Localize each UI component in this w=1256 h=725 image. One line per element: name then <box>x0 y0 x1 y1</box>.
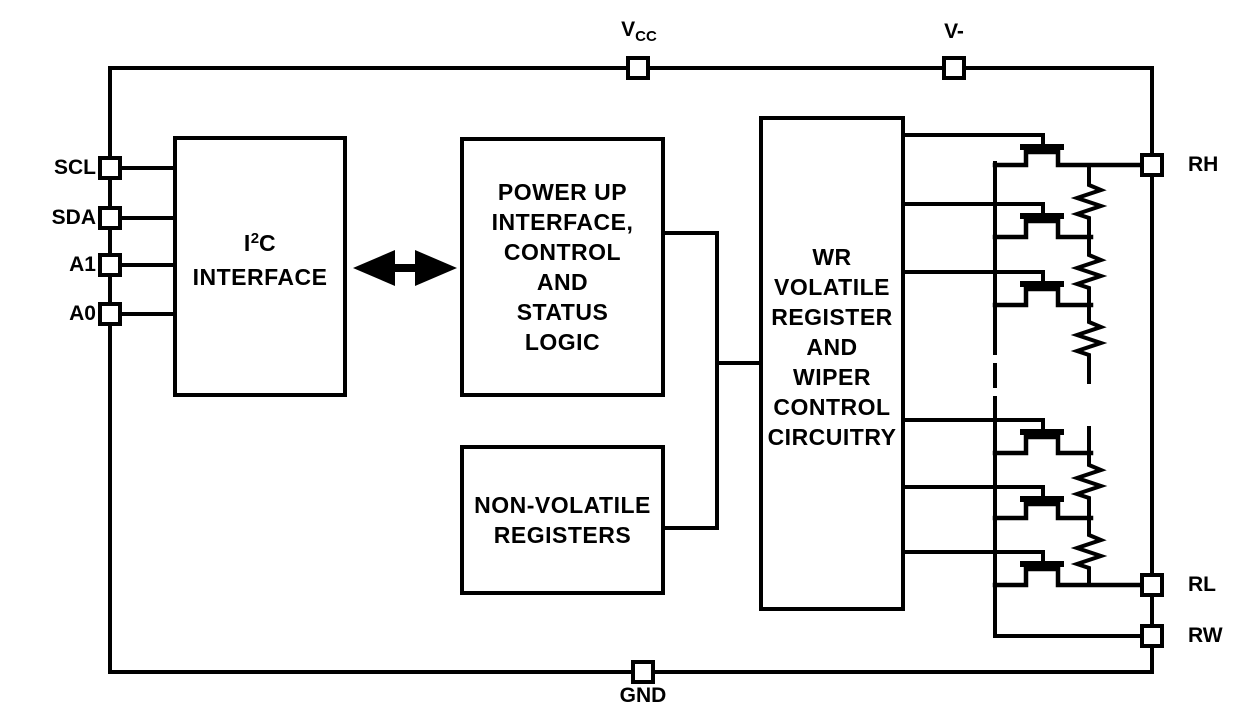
block-text-line: WR <box>812 243 852 270</box>
pin-rw <box>1140 624 1164 648</box>
resistor-chain-upper <box>1070 163 1108 364</box>
mosfet-switch-4 <box>992 429 1094 456</box>
channel <box>992 434 1094 456</box>
gate-wire-6 <box>903 550 1045 563</box>
block-non-volatile-registers: NON-VOLATILE REGISTERS <box>460 445 665 595</box>
block-text-line: REGISTER <box>771 303 893 330</box>
block-text-line: REGISTERS <box>493 522 632 548</box>
pin-rh <box>1140 153 1164 177</box>
mosfet-switch-3 <box>992 281 1094 308</box>
block-power-up-logic: POWER UP INTERFACE, CONTROL AND STATUS L… <box>460 137 665 397</box>
bidirectional-arrow-icon <box>353 250 457 286</box>
block-text-line: AND <box>536 269 589 295</box>
block-wiper-control: WR VOLATILE REGISTER AND WIPER CONTROL C… <box>759 116 905 611</box>
gate-wire-5 <box>903 485 1045 498</box>
block-text-line: CONTROL <box>773 393 891 420</box>
arrow-head-right <box>415 250 457 286</box>
pin-a1 <box>98 253 122 277</box>
wire-powerup-nv <box>663 231 719 530</box>
block-text-line: WIPER <box>793 363 871 390</box>
i2c-subtitle: INTERFACE <box>192 263 328 290</box>
pin-scl <box>98 156 122 180</box>
pin-gnd <box>631 660 655 684</box>
block-text-line: NON-VOLATILE <box>474 492 651 518</box>
rl-label: RL <box>1188 573 1216 596</box>
gate-wires <box>903 133 1045 563</box>
block-text-line: CIRCUITRY <box>767 423 897 450</box>
block-text-line: POWER UP <box>497 179 628 205</box>
block-text-line: STATUS <box>516 299 609 325</box>
gate-wire-4 <box>903 418 1045 431</box>
gnd-label: GND <box>619 684 667 707</box>
mosfet-switches <box>992 144 1145 588</box>
channel <box>992 286 1094 308</box>
mosfet-switch-5 <box>992 496 1094 521</box>
channel <box>992 218 1094 240</box>
wiper-bus <box>993 161 1144 638</box>
wiper-bus-bottom <box>993 398 1144 638</box>
vcc-label: VCC <box>621 18 657 45</box>
pin-a0 <box>98 302 122 326</box>
mosfet-switch-2 <box>992 213 1094 240</box>
pin-sda <box>98 206 122 230</box>
block-text-line: CONTROL <box>503 239 622 265</box>
arrow-head-left <box>353 250 395 286</box>
pin-v-minus <box>942 56 966 80</box>
arrow-bar <box>391 264 419 272</box>
control-bus-wires <box>663 231 761 530</box>
channel <box>992 149 1145 168</box>
gate-wire-3 <box>903 270 1045 283</box>
resistor-chain-lower <box>1070 448 1108 587</box>
mosfet-switch-6 <box>992 561 1145 588</box>
channel <box>992 501 1094 521</box>
gate-wire-2 <box>903 202 1045 215</box>
sda-label: SDA <box>51 206 96 229</box>
gate-wire-1 <box>903 133 1045 146</box>
i2c-title: I2C <box>243 229 277 256</box>
pin-vcc <box>626 56 650 80</box>
channel <box>992 566 1145 588</box>
block-text-line: AND <box>806 333 858 360</box>
block-text-line: VOLATILE <box>773 273 890 300</box>
scl-label: SCL <box>54 156 96 179</box>
resistor-chain <box>1070 163 1108 587</box>
rh-label: RH <box>1188 153 1219 176</box>
a0-label: A0 <box>69 302 96 325</box>
block-i2c-interface: I2C INTERFACE <box>173 136 347 397</box>
package-pins <box>98 56 1164 684</box>
v-minus-label: V- <box>944 20 964 43</box>
block-text-line: LOGIC <box>524 329 601 355</box>
i2c-input-wires <box>118 166 175 316</box>
rw-label: RW <box>1188 624 1223 647</box>
a1-label: A1 <box>69 253 96 276</box>
block-text-line: INTERFACE, <box>491 209 634 235</box>
mosfet-switch-1 <box>992 144 1145 168</box>
pin-rl <box>1140 573 1164 597</box>
